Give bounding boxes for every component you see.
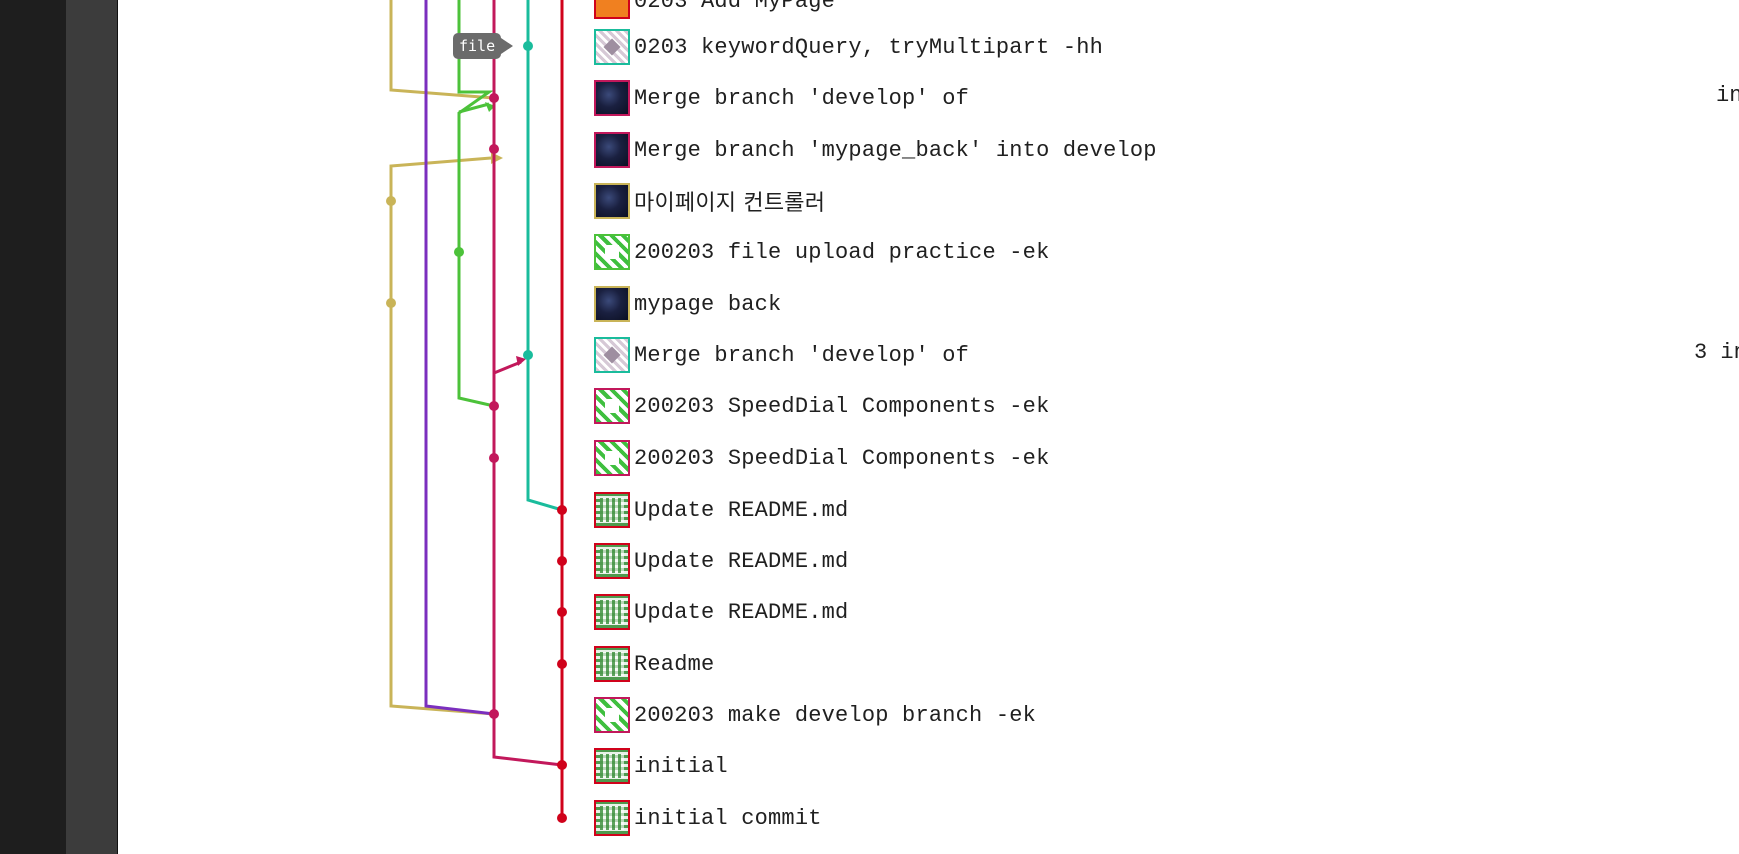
branch-label[interactable]: file	[453, 33, 514, 59]
teal-commit-dot	[523, 41, 533, 51]
commit-message: mypage back	[634, 291, 782, 317]
develop-commit-dot	[489, 709, 499, 719]
author-avatar	[594, 183, 630, 219]
author-avatar	[594, 234, 630, 270]
gold-commit-dot	[386, 298, 396, 308]
commit-message: Update README.md	[634, 548, 849, 574]
commit-row[interactable]: Update README.md	[594, 592, 848, 632]
develop-branch-line	[492, 0, 563, 767]
commit-message-tail: in	[1716, 83, 1739, 108]
commit-message: Readme	[634, 651, 715, 677]
master-commit-dot	[557, 813, 567, 823]
author-avatar	[594, 286, 630, 322]
master-commit-dot	[557, 556, 567, 566]
author-avatar	[594, 388, 630, 424]
commit-row[interactable]: 0203 keywordQuery, tryMultipart -hh	[594, 27, 1103, 67]
develop-commit-dot	[489, 453, 499, 463]
develop-arrow	[516, 356, 526, 366]
develop-commit-dot	[489, 401, 499, 411]
commit-message: Update README.md	[634, 497, 849, 523]
commit-message: 200203 SpeedDial Components -ek	[634, 393, 1050, 419]
green-branch-line	[457, 0, 495, 408]
teal-branch-line	[526, 0, 563, 512]
author-avatar	[594, 646, 630, 682]
commit-row[interactable]: 200203 SpeedDial Components -ek	[594, 438, 1049, 478]
commit-row[interactable]: Readme	[594, 644, 714, 684]
commit-message: 200203 SpeedDial Components -ek	[634, 445, 1050, 471]
commit-row[interactable]: initial commit	[594, 798, 822, 838]
commit-row[interactable]: initial	[594, 746, 728, 786]
gold-commit-dot	[386, 196, 396, 206]
commit-message-tail: 3 in	[1694, 340, 1739, 365]
graph-lines	[386, 0, 567, 823]
gutter-panel	[66, 0, 118, 854]
commit-message: initial commit	[634, 805, 822, 831]
author-avatar	[594, 697, 630, 733]
commit-row[interactable]: 마이페이지 컨트롤러	[594, 181, 825, 221]
commit-message: 200203 file upload practice -ek	[634, 239, 1050, 265]
commit-row[interactable]: Merge branch 'develop' of	[594, 78, 969, 118]
develop-commit-dot	[489, 93, 499, 103]
author-avatar	[594, 594, 630, 630]
master-commit-dot	[557, 505, 567, 515]
commit-row[interactable]: 200203 SpeedDial Components -ek	[594, 386, 1049, 426]
commit-message: 0203 Add MyPage	[634, 0, 836, 14]
teal-commit-dot	[523, 350, 533, 360]
author-avatar	[594, 29, 630, 65]
commit-graph	[117, 0, 1739, 854]
author-avatar	[594, 748, 630, 784]
author-avatar	[594, 337, 630, 373]
commit-message: Merge branch 'develop' of	[634, 342, 970, 368]
left-dark-panel	[0, 0, 66, 854]
author-avatar	[594, 0, 630, 19]
commit-row[interactable]: Merge branch 'develop' of	[594, 335, 969, 375]
purple-branch-line	[424, 0, 495, 716]
develop-commit-dot	[489, 144, 499, 154]
author-avatar	[594, 492, 630, 528]
commit-message: 마이페이지 컨트롤러	[634, 191, 826, 216]
commit-message: Update README.md	[634, 599, 849, 625]
master-commit-dot	[557, 607, 567, 617]
commit-message: Merge branch 'mypage_back' into develop	[634, 137, 1157, 163]
commit-row[interactable]: 200203 make develop branch -ek	[594, 695, 1036, 735]
author-avatar	[594, 132, 630, 168]
gold-branch-line-lower	[389, 156, 495, 716]
commit-row[interactable]: Merge branch 'mypage_back' into develop	[594, 130, 1157, 170]
author-avatar	[594, 80, 630, 116]
commit-message: Merge branch 'develop' of	[634, 85, 970, 111]
author-avatar	[594, 440, 630, 476]
author-avatar	[594, 543, 630, 579]
green-commit-dot	[454, 247, 464, 257]
commit-row[interactable]: 200203 file upload practice -ek	[594, 232, 1049, 272]
commit-row[interactable]: Update README.md	[594, 541, 848, 581]
master-commit-dot	[557, 760, 567, 770]
commit-message: initial	[634, 753, 728, 779]
commit-message: 200203 make develop branch -ek	[634, 702, 1037, 728]
commit-row[interactable]: mypage back	[594, 284, 781, 324]
commit-row[interactable]: 0203 Add MyPage	[594, 0, 835, 21]
master-commit-dot	[557, 659, 567, 669]
author-avatar	[594, 800, 630, 836]
commit-row[interactable]: Update README.md	[594, 490, 848, 530]
gold-branch-line	[389, 0, 495, 100]
commit-message: 0203 keywordQuery, tryMultipart -hh	[634, 34, 1104, 60]
